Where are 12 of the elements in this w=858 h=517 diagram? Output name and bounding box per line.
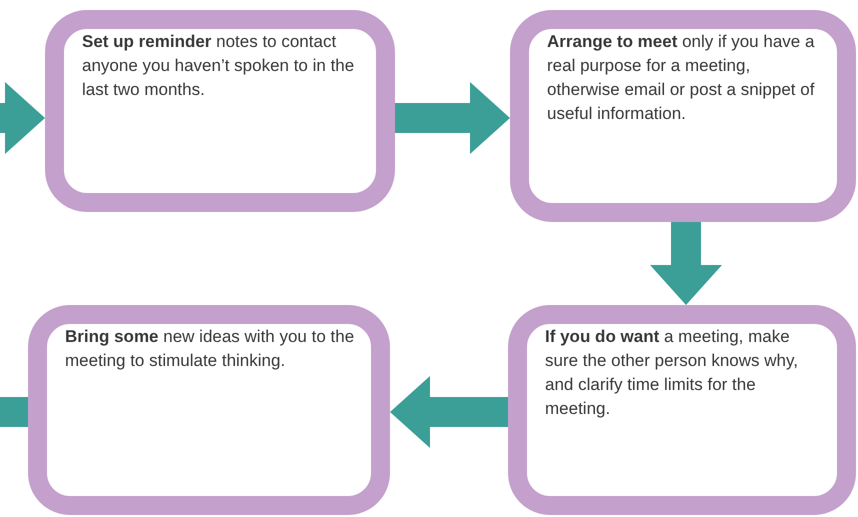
rounded-box: [508, 305, 856, 515]
arrow: [390, 376, 508, 448]
rounded-box: [28, 305, 390, 515]
arrow: [650, 222, 722, 305]
box-text: Arrange to meet only if you have a real purpose for a meeting, otherwise email or post a snippet of useful information.: [547, 31, 816, 125]
arrow: [0, 82, 45, 154]
box-text: Bring some new ideas with you to the meeting to stimulate thinking.: [65, 326, 356, 372]
rounded-box: [510, 10, 856, 222]
arrow: [395, 82, 510, 154]
box-text: Set up reminder notes to contact anyone you haven’t spoken to in the last two months.: [82, 31, 356, 101]
rounded-box: [45, 10, 395, 212]
box-text: If you do want a meeting, make sure the other person knows why, and clarify time limits for the meeting.: [545, 326, 799, 420]
